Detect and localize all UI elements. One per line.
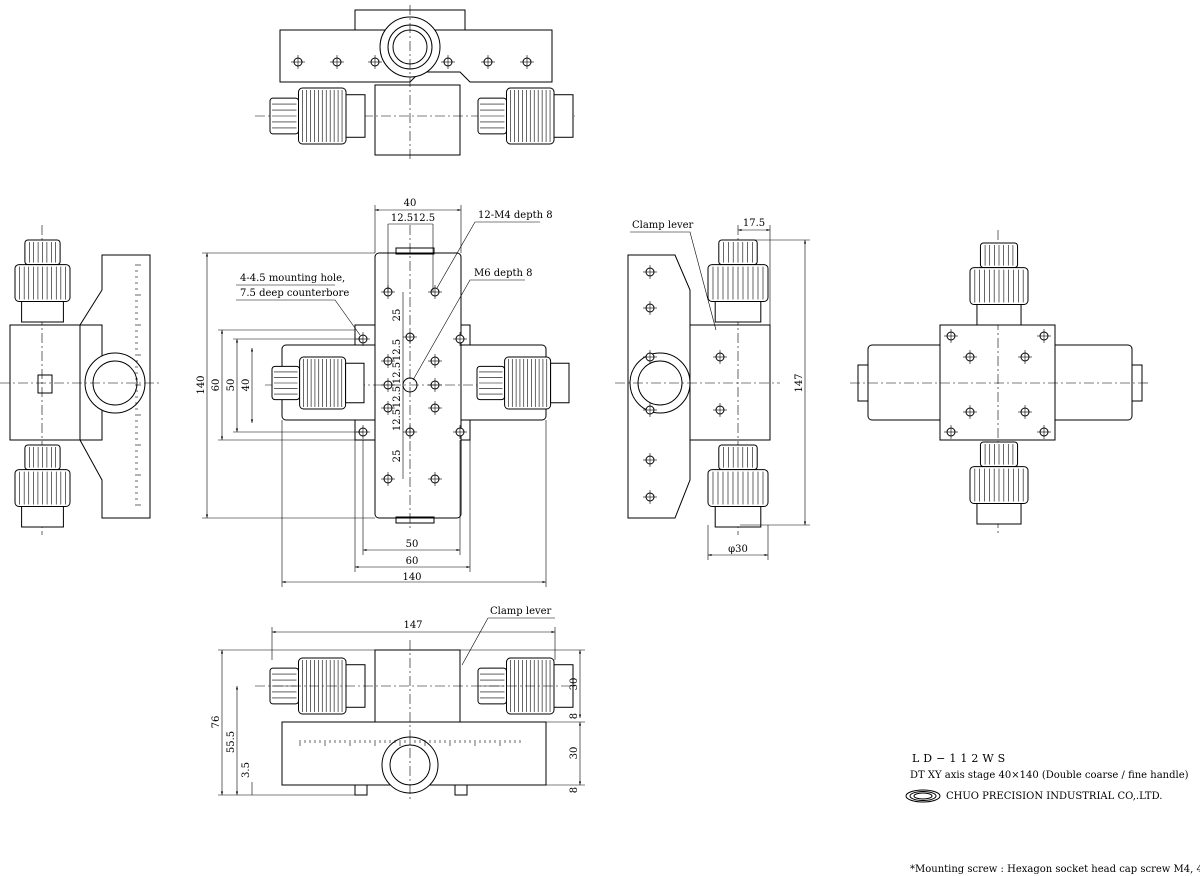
hole-icon [643,453,657,467]
hole-icon [381,354,395,368]
dim-height-40: 40 [241,379,252,392]
dim-front-h30-top: 30 [569,678,580,691]
callout-mounting-hole-2: 7.5 deep counterbore [240,288,349,299]
hole-icon [1037,425,1051,439]
handle-knob-icon [271,356,365,410]
dim-front-h555: 55.5 [226,731,237,753]
dim-height-60: 60 [211,379,222,392]
dimension-labels: 40 12.5 12.5 140 60 50 40 25 12.5 12.5 1… [196,198,805,793]
callout-clamp-lever-front: Clamp lever [490,606,552,617]
handle-knob-icon [14,444,71,528]
handle-knob-icon [476,356,570,410]
callout-m4-holes: 12-M4 depth 8 [478,210,553,221]
callout-m6-hole: M6 depth 8 [474,268,533,279]
hole-icon [1018,405,1032,419]
handle-knob-icon [707,444,769,528]
hole-icon [713,403,727,417]
hole-icon [1018,350,1032,364]
dim-v25-bot: 25 [392,450,403,463]
front-view [218,617,585,800]
bottom-plan-view [850,230,1150,535]
handle-knob-icon [269,87,366,145]
hole-icon [381,472,395,486]
dim-pitch-b: 12.5 [413,213,435,224]
hole-icon [643,265,657,279]
hole-icon [713,350,727,364]
handle-knob-icon [969,441,1029,525]
dim-front-h30-bot: 30 [569,747,580,760]
top-view-knobs [269,87,574,145]
hole-icon [291,55,305,69]
hole-icon [963,350,977,364]
hole-icon [453,332,467,346]
hole-icon [441,55,455,69]
top-view-holes [291,55,534,69]
hole-icon [428,354,442,368]
hole-icon [381,401,395,415]
hole-icon [368,55,382,69]
plan-view [202,205,570,587]
model-number: LD−112WS [912,752,1010,765]
dim-side-offset: 17.5 [743,218,765,229]
dim-front-h8-bot: 8 [569,787,580,793]
dim-front-h35: 3.5 [241,762,252,778]
footnote: *Mounting screw : Hexagon socket head ca… [910,864,1200,875]
hole-icon [1037,329,1051,343]
dim-pitch-a: 12.5 [391,213,413,224]
dim-front-h8-top: 8 [569,713,580,719]
dim-bottom-60: 60 [406,556,419,567]
company-logo-icon [905,789,941,803]
dim-v25-top: 25 [392,309,403,322]
hole-icon [330,55,344,69]
dim-height-140: 140 [196,375,207,394]
hole-icon [643,301,657,315]
left-side-view [0,225,160,535]
dim-front-h76: 76 [211,716,222,729]
dim-v125-2: 12.5 [392,362,403,384]
dim-v125-1: 12.5 [392,339,403,361]
hole-icon [643,490,657,504]
dim-front-width: 147 [403,620,422,631]
handle-knob-icon [477,87,574,145]
handle-knob-icon [969,242,1029,326]
dim-height-50: 50 [226,379,237,392]
hole-icon [481,55,495,69]
top-view [255,5,575,160]
dim-side-length: 147 [794,373,805,392]
hole-icon [520,55,534,69]
dim-bottom-140: 140 [402,572,421,583]
dim-bottom-50: 50 [406,539,419,550]
dim-v125-4: 12.5 [392,409,403,431]
hole-icon [944,329,958,343]
dim-v125-3: 12.5 [392,386,403,408]
dim-side-diameter: φ30 [728,544,748,555]
hole-icon [428,472,442,486]
handle-knob-icon [14,239,71,323]
callout-clamp-lever-side: Clamp lever [632,220,694,231]
hole-icon [643,403,657,417]
product-description: DT XY axis stage 40×140 (Double coarse /… [910,770,1189,781]
handle-knob-icon [707,239,769,323]
hole-icon [453,425,467,439]
callout-labels: 12-M4 depth 8 M6 depth 8 4-4.5 mounting … [240,210,694,617]
right-side-view [615,225,810,560]
callout-mounting-hole-1: 4-4.5 mounting hole, [240,273,345,284]
hole-icon [944,425,958,439]
hole-icon [963,405,977,419]
hole-icon [428,401,442,415]
company-name: CHUO PRECISION INDUSTRIAL CO,.LTD. [946,791,1163,802]
dim-top-width: 40 [404,198,417,209]
hole-icon [643,350,657,364]
